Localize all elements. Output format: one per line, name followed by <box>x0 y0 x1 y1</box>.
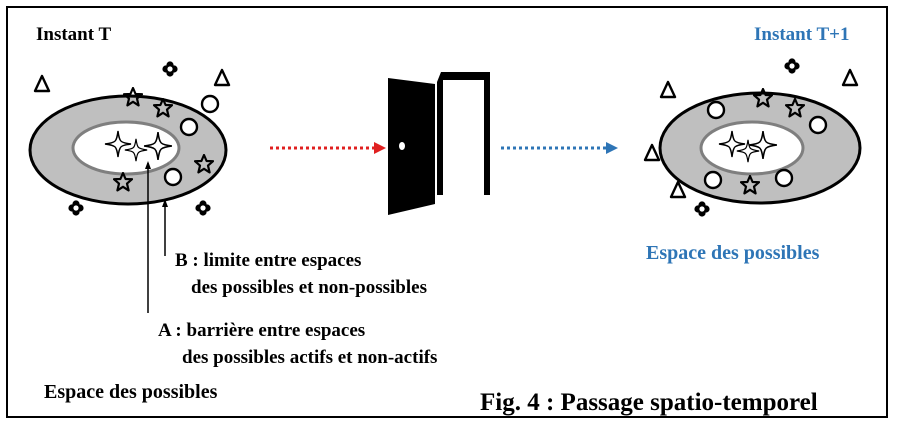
label-b: B : limite entre espaces des possibles e… <box>175 247 427 301</box>
triangle-icon <box>841 68 859 87</box>
flower-icon <box>162 61 178 77</box>
flower-icon <box>68 200 84 216</box>
inner-ellipse-right <box>699 120 805 176</box>
label-a-line2: des possibles actifs et non-actifs <box>182 347 438 368</box>
triangle-icon <box>659 80 677 99</box>
figure-caption: Fig. 4 : Passage spatio-temporel <box>480 389 818 416</box>
inner-ellipse-left <box>71 120 181 176</box>
circle-icon <box>808 115 828 135</box>
pointer-arrowhead-b <box>162 199 168 207</box>
door-icon <box>388 72 490 215</box>
espace-possibles-left: Espace des possibles <box>44 381 218 403</box>
flower-icon <box>784 58 800 74</box>
flower-icon <box>694 201 710 217</box>
triangle-icon <box>213 68 231 87</box>
label-a: A : barrière entre espaces des possibles… <box>158 317 437 371</box>
circle-icon <box>200 94 220 114</box>
instant-t1-label: Instant T+1 <box>754 24 850 45</box>
flower-icon <box>195 200 211 216</box>
pointer-arrowhead-a <box>145 161 151 169</box>
circle-icon <box>703 170 723 190</box>
circle-icon <box>163 167 183 187</box>
espace-possibles-right: Espace des possibles <box>646 242 820 264</box>
arrow-red-head <box>374 142 386 154</box>
circle-icon <box>774 168 794 188</box>
arrow-blue-head <box>606 142 618 154</box>
instant-t-label: Instant T <box>36 24 112 45</box>
label-a-line1: A : barrière entre espaces <box>158 320 366 341</box>
circle-icon <box>706 100 726 120</box>
triangle-icon <box>33 74 51 93</box>
triangle-icon <box>643 143 661 162</box>
circle-icon <box>179 117 199 137</box>
label-b-line2: des possibles et non-possibles <box>191 277 427 298</box>
label-b-line1: B : limite entre espaces <box>175 250 362 271</box>
